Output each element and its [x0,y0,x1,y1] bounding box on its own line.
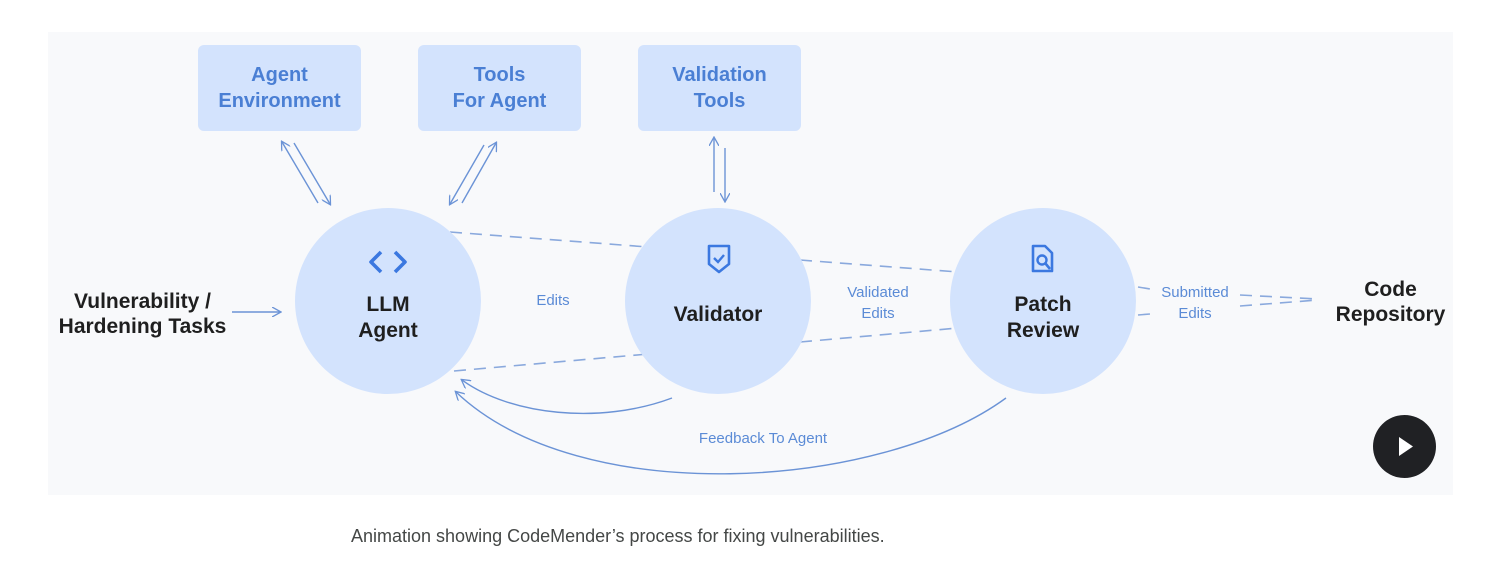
play-icon [1399,437,1413,456]
document-search-icon [1031,244,1054,273]
review-feedback-curve [456,392,1007,475]
edits-dash-bottom [453,353,649,372]
validator-feedback-curve [462,380,673,415]
code-brackets-icon [369,250,407,274]
feedback-label: Feedback To Agent [698,430,828,447]
edits-label: Edits [536,292,570,309]
validated-edits-label: Validated Edits [847,284,909,322]
llm-agent-label: LLM Agent [358,293,418,342]
validator-label: Validator [673,303,763,326]
env-to-agent-arrow [293,142,330,204]
agent-to-tools-arrow [461,143,496,204]
play-button[interactable] [1373,415,1436,478]
submitted-dash-out-top [1239,294,1319,300]
llm-agent-node [295,208,481,394]
code-repository-label: Code Repository [1335,278,1446,326]
figure-caption: Animation showing CodeMender’s process f… [351,526,885,546]
validated-dash-bottom [799,327,959,343]
patch-review-node [950,208,1136,394]
input-tasks-label: Vulnerability / Hardening Tasks [58,290,227,338]
validated-dash-top [799,259,959,273]
agent-to-env-arrow [282,142,319,204]
submitted-dash-out-bottom [1239,299,1319,307]
tools-to-agent-arrow [450,144,485,204]
patch-review-label: Patch Review [1006,293,1080,342]
agent-environment-box: Agent Environment [198,45,361,131]
submitted-dash-bottom [1137,313,1151,316]
validator-node [625,208,811,394]
edits-dash-top [449,231,649,248]
validation-tools-box: Validation Tools [638,45,801,131]
submitted-edits-label: Submitted Edits [1161,284,1229,322]
shield-check-icon [707,244,731,274]
tools-for-agent-box: Tools For Agent [418,45,581,131]
submitted-dash-top [1137,286,1151,290]
